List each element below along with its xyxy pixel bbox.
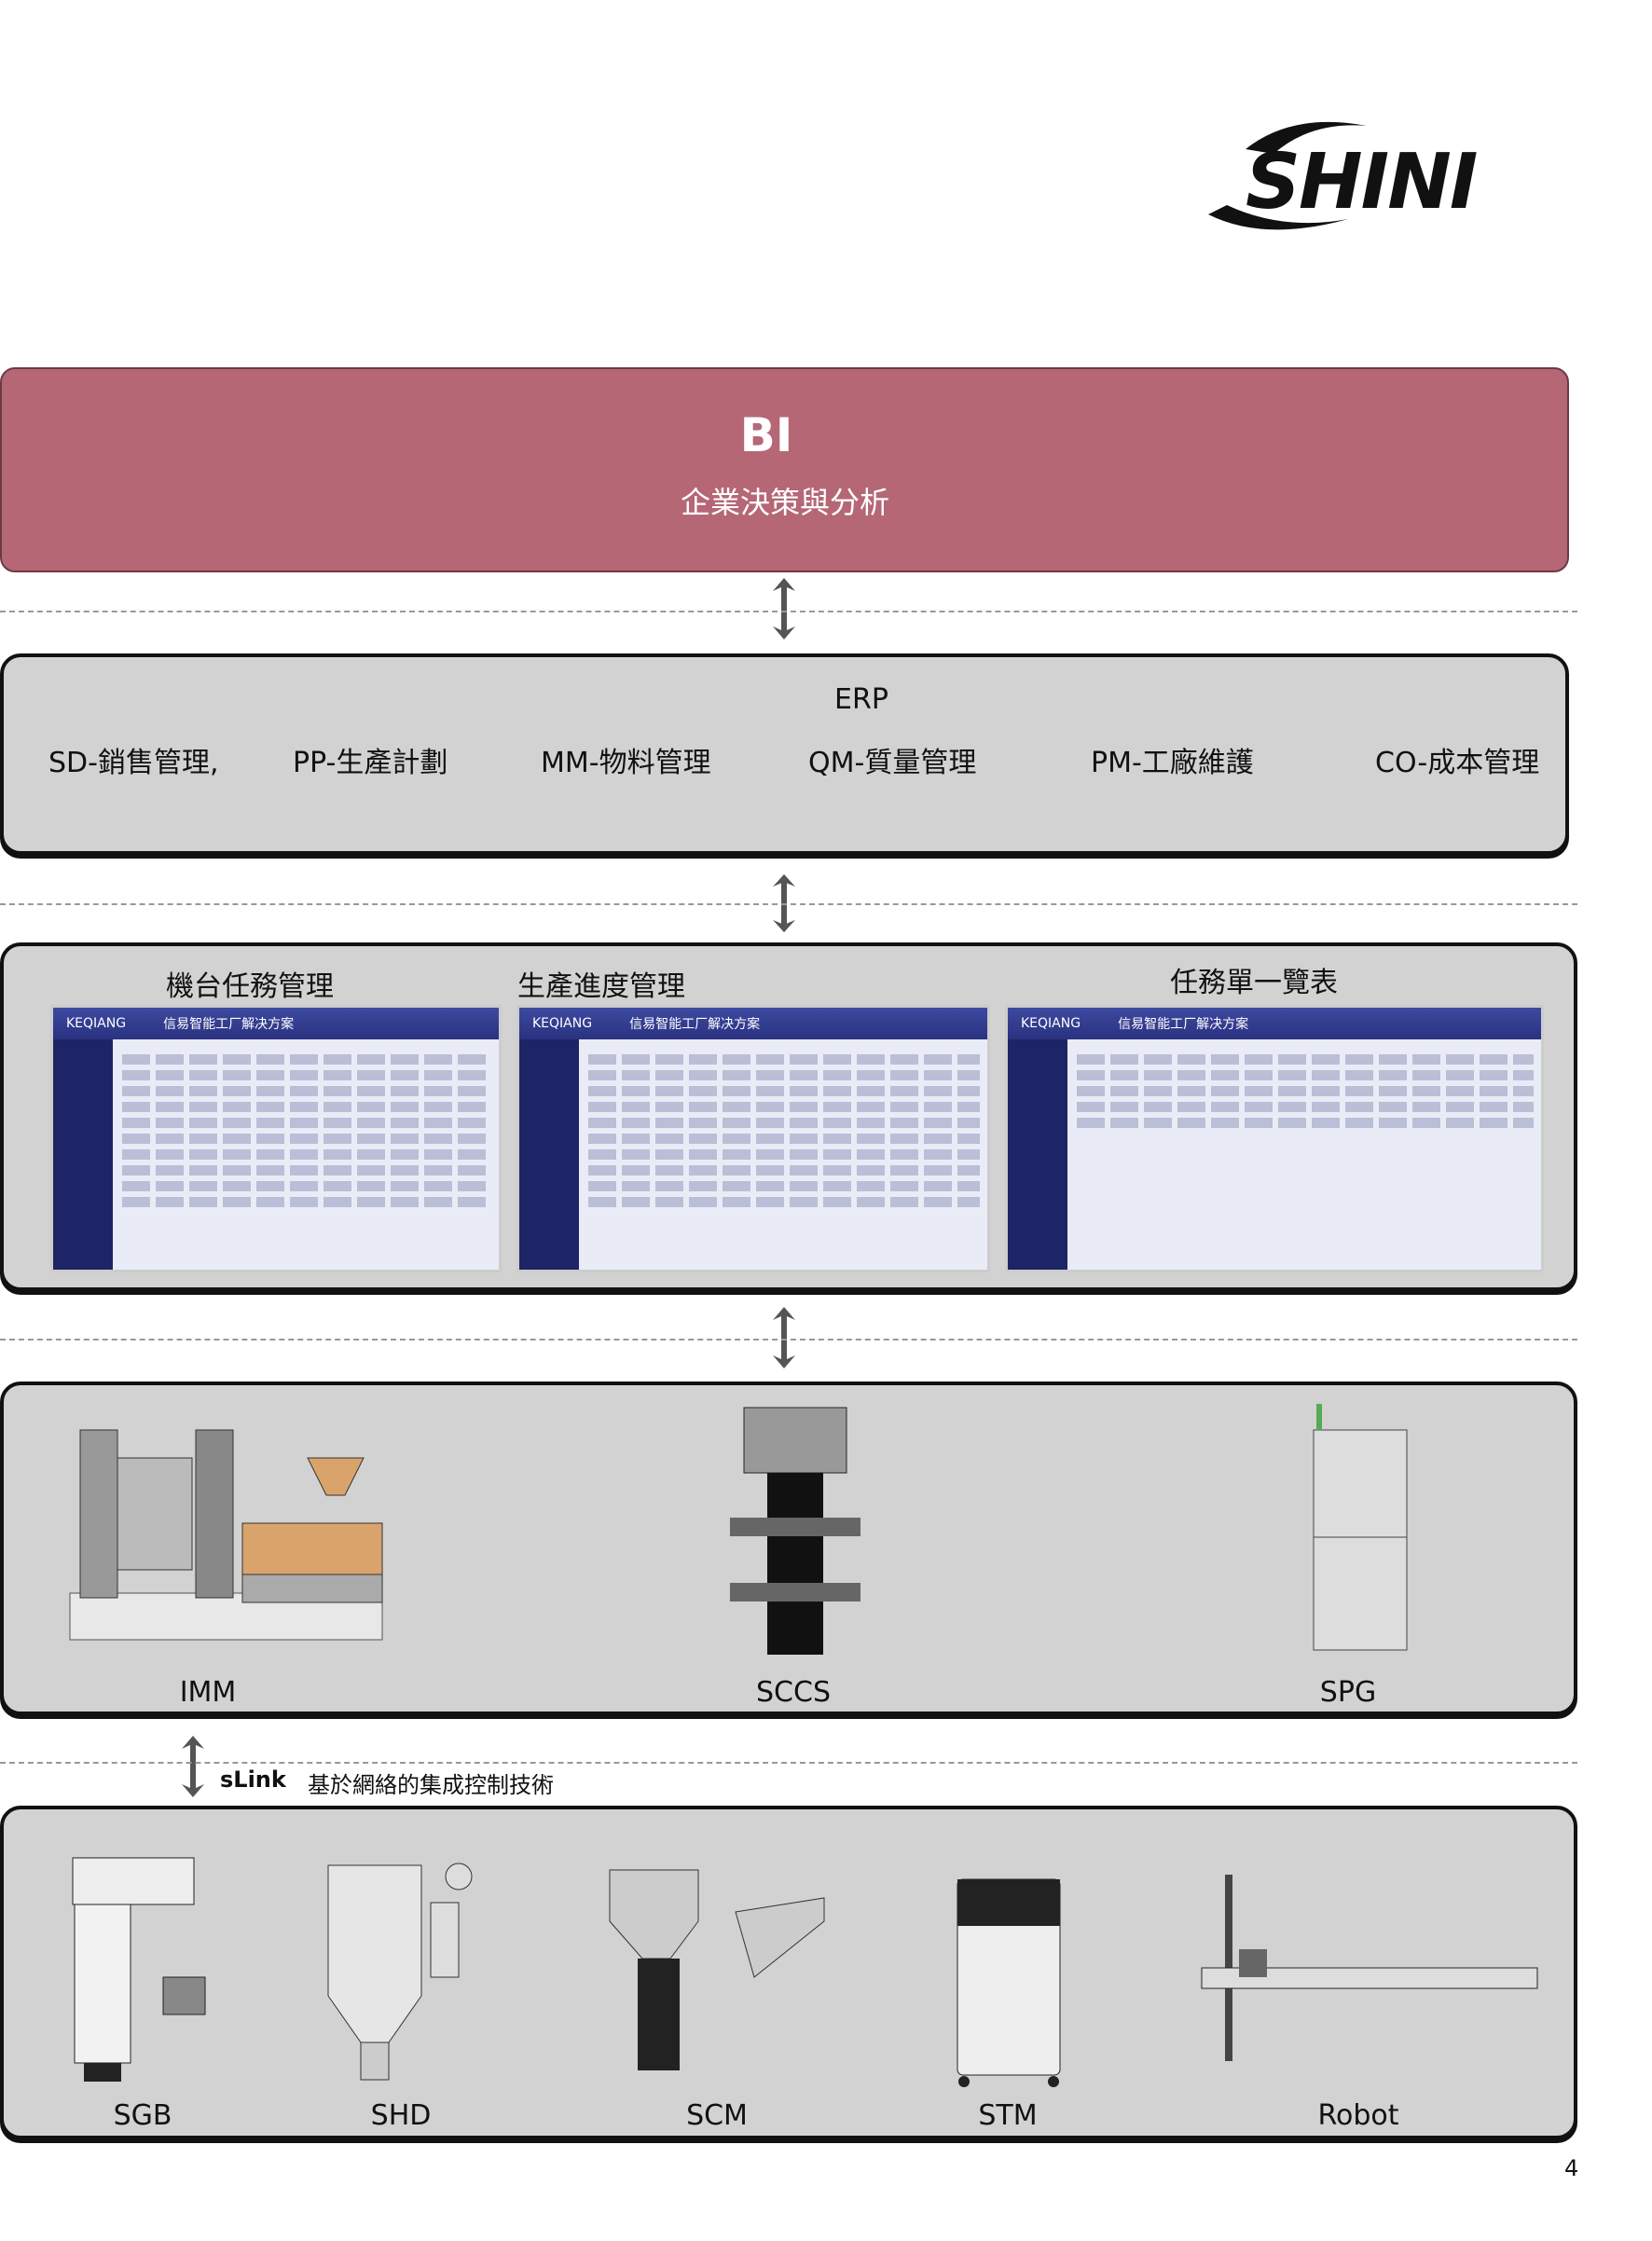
- erp-module: MM-物料管理: [541, 747, 711, 779]
- aux-label: SHD: [370, 2099, 432, 2132]
- page-number: 4: [1564, 2155, 1579, 2181]
- sgb-machine-icon: [72, 1857, 206, 2082]
- mes-layer: 機台任務管理 生產進度管理 任務單一覽表 KEQIANG 信易智能工厂解决方案 K…: [0, 942, 1577, 1291]
- scm-machine-icon: [609, 1869, 825, 2070]
- screen-title: 機台任務管理: [166, 970, 334, 1003]
- app-title: 信易智能工厂解决方案: [629, 1017, 761, 1032]
- double-arrow-icon: [773, 1307, 795, 1368]
- bi-title: BI: [739, 408, 793, 462]
- machine-label: SCCS: [756, 1676, 831, 1709]
- aux-label: SGB: [113, 2099, 172, 2132]
- aux-label: STM: [978, 2099, 1038, 2132]
- bi-subtitle: 企業決策與分析: [680, 485, 890, 520]
- erp-module: PM-工廠維護: [1091, 747, 1254, 779]
- spg-machine-icon: [1313, 1404, 1408, 1651]
- erp-module: SD-銷售管理,: [48, 747, 219, 779]
- double-arrow-icon: [182, 1736, 204, 1797]
- screenshot-production-progress: KEQIANG 信易智能工厂解决方案: [516, 1005, 990, 1272]
- robot-machine-icon: [1201, 1875, 1538, 2061]
- divider: [0, 611, 1577, 612]
- stm-machine-icon: [957, 1878, 1061, 2087]
- machine-label: IMM: [179, 1676, 237, 1709]
- screenshot-machine-tasks: KEQIANG 信易智能工厂解决方案: [50, 1005, 502, 1272]
- double-arrow-icon: [773, 578, 795, 639]
- divider: [0, 1762, 1577, 1764]
- shini-logo: SHINI: [1208, 112, 1563, 238]
- auxiliary-layer: SGB SHD SCM STM Robot: [0, 1806, 1577, 2139]
- divider: [0, 1339, 1577, 1340]
- slink-description: 基於網絡的集成控制技術: [308, 1772, 554, 1798]
- machine-label: SPG: [1319, 1676, 1377, 1709]
- app-title: 信易智能工厂解决方案: [163, 1017, 295, 1032]
- slink-label: sLink: [220, 1767, 286, 1793]
- app-title: 信易智能工厂解决方案: [1118, 1017, 1249, 1032]
- erp-module: PP-生產計劃: [293, 747, 448, 779]
- sccs-machine-icon: [730, 1407, 860, 1655]
- brand: KEQIANG: [66, 1016, 127, 1031]
- shd-machine-icon: [327, 1863, 473, 2081]
- erp-title: ERP: [834, 683, 888, 716]
- aux-label: Robot: [1317, 2099, 1399, 2132]
- aux-label: SCM: [686, 2099, 748, 2132]
- svg-text:SHINI: SHINI: [1246, 138, 1477, 227]
- divider: [0, 903, 1577, 905]
- imm-machine-icon: [69, 1429, 383, 1641]
- machines-layer: IMM SCCS SPG: [0, 1382, 1577, 1715]
- brand: KEQIANG: [1021, 1016, 1081, 1031]
- brand: KEQIANG: [532, 1016, 593, 1031]
- erp-module: QM-質量管理: [808, 747, 977, 779]
- erp-module: CO-成本管理: [1375, 747, 1540, 779]
- erp-layer: ERP SD-銷售管理, PP-生產計劃 MM-物料管理 QM-質量管理 PM-…: [0, 653, 1569, 855]
- screen-title: 任務單一覽表: [1170, 967, 1338, 999]
- bi-layer: BI 企業決策與分析: [0, 367, 1569, 572]
- screenshot-task-list: KEQIANG 信易智能工厂解决方案: [1005, 1005, 1544, 1272]
- screen-title: 生產進度管理: [517, 970, 685, 1003]
